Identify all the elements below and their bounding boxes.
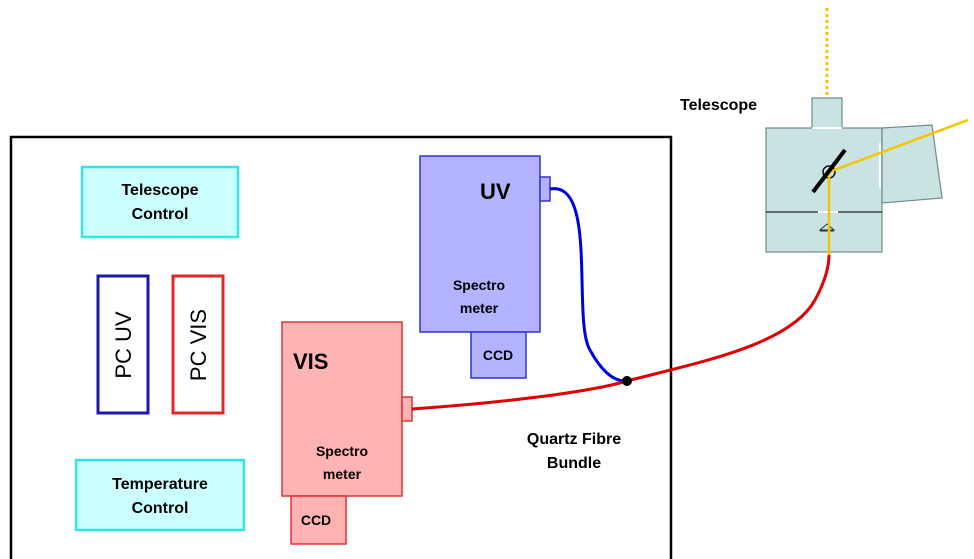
telescope-body bbox=[765, 127, 883, 253]
vis-spectrometer-label-line2: meter bbox=[323, 466, 362, 482]
pc-uv-label: PC UV bbox=[111, 311, 136, 379]
vis-fibre bbox=[411, 254, 831, 411]
temperature-control-label-line2: Control bbox=[132, 500, 189, 517]
temperature-control-box bbox=[74, 458, 246, 532]
uv-label: UV bbox=[480, 179, 511, 204]
telescope-mirror-icon bbox=[811, 148, 847, 194]
uv-spectrometer-body bbox=[419, 155, 541, 333]
fibre-junction bbox=[622, 376, 632, 386]
uv-spectrometer-label-line1: Spectro bbox=[453, 277, 505, 293]
uv-ccd-label: CCD bbox=[483, 347, 513, 363]
vis-spectrometer: VIS Spectro meter CCD bbox=[281, 321, 413, 545]
telescope bbox=[765, 97, 943, 253]
uv-spectrometer-port bbox=[539, 176, 551, 202]
telescope-top-tube bbox=[811, 97, 843, 129]
vis-spectrometer-port bbox=[401, 396, 413, 422]
uv-spectrometer: UV Spectro meter CCD bbox=[419, 155, 551, 379]
pc-vis-label: PC VIS bbox=[186, 309, 211, 381]
vis-label: VIS bbox=[293, 349, 328, 374]
fibre-label-line1: Quartz Fibre bbox=[527, 431, 621, 448]
telescope-control-label-line2: Control bbox=[132, 206, 189, 223]
pc-vis-box bbox=[171, 274, 225, 415]
pc-uv-box bbox=[96, 274, 150, 415]
vis-ccd-box bbox=[290, 495, 347, 545]
instrument-enclosure bbox=[9, 135, 673, 559]
vis-spectrometer-label-line1: Spectro bbox=[316, 443, 368, 459]
uv-ccd-box bbox=[470, 331, 527, 379]
uv-spectrometer-label-line2: meter bbox=[460, 300, 499, 316]
vis-spectrometer-body bbox=[281, 321, 403, 497]
temperature-control-label-line1: Temperature bbox=[112, 476, 208, 493]
uv-fibre bbox=[549, 187, 628, 383]
vis-ccd-label: CCD bbox=[301, 512, 331, 528]
telescope-control-label-line1: Telescope bbox=[121, 182, 198, 199]
telescope-side-hood bbox=[881, 124, 943, 204]
fibre-label-line2: Bundle bbox=[547, 455, 601, 472]
telescope-label: Telescope bbox=[680, 97, 757, 114]
telescope-control-box bbox=[80, 165, 240, 239]
telescope-lens-icon bbox=[818, 223, 836, 231]
